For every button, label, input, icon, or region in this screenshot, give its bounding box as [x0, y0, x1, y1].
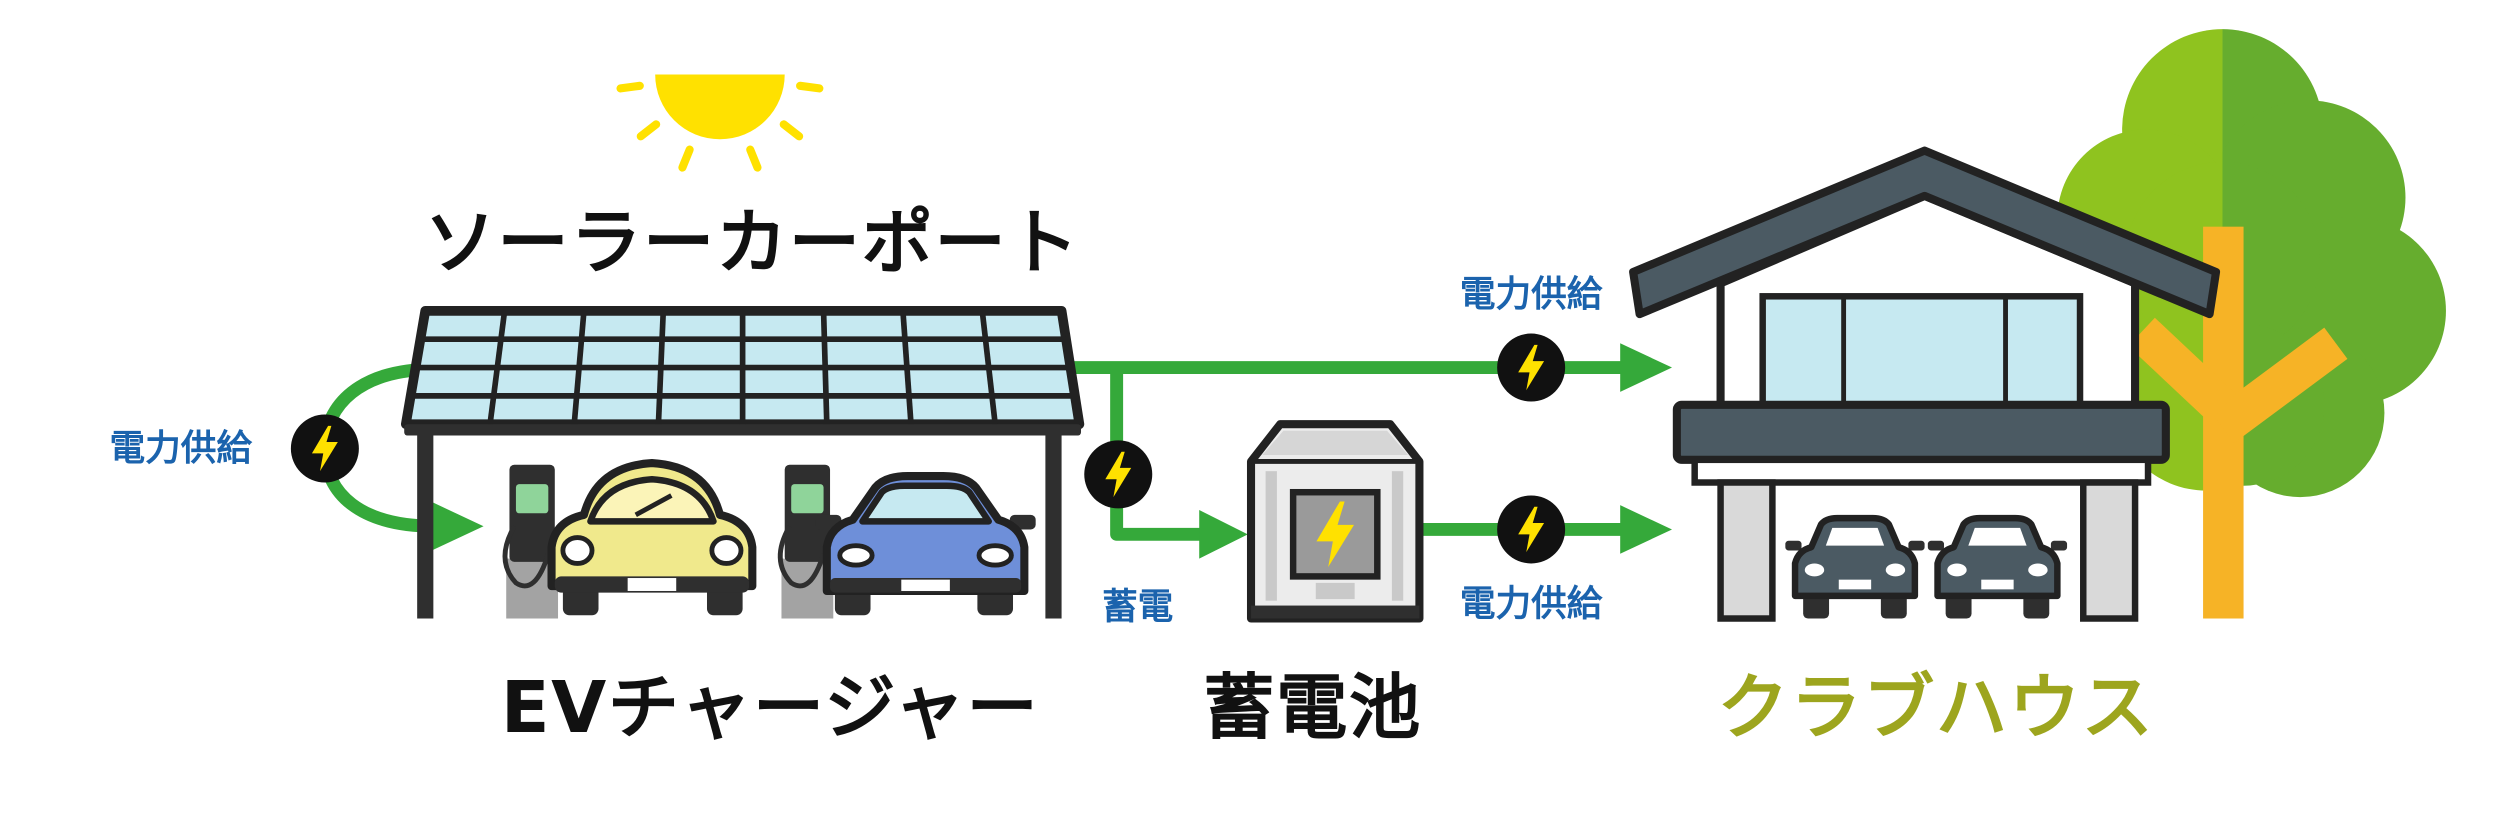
house-pillar-left [1717, 479, 1776, 622]
license-plate [1838, 579, 1872, 590]
car-mirror [2050, 540, 2068, 551]
solar-panel-grid [410, 310, 1075, 425]
arrowhead [431, 501, 484, 551]
car-windshield [1968, 527, 2027, 546]
sun-ray [796, 81, 824, 93]
lightning-bolt [311, 425, 338, 472]
flow-carport-to-clubhouse [1053, 343, 1672, 392]
ev-charger-icon [502, 464, 559, 619]
flow-label-carport-to-clubhouse: 電力供給 [1460, 274, 1603, 315]
car-mirror [1908, 540, 1925, 551]
car-windshield [859, 482, 992, 525]
panel-grid-line [979, 310, 999, 425]
battery-icon [1246, 420, 1424, 623]
license-plate [627, 578, 677, 591]
charger-cable [502, 525, 551, 589]
car-headlight [560, 535, 595, 566]
carport-post-right [1045, 430, 1062, 619]
clubhouse-title: クラブハウス [1717, 666, 2154, 749]
lightning-icon [290, 414, 359, 483]
house-roof [1629, 146, 2221, 319]
lightning-bolt [1518, 506, 1545, 553]
yellow-car-icon [547, 459, 757, 616]
lightning-icon [1497, 333, 1566, 402]
battery-bolt [1316, 501, 1355, 568]
parked-car-icon [1927, 514, 2068, 619]
carport-post-left [417, 430, 434, 619]
sun-ray [616, 81, 644, 93]
arrowhead [1620, 505, 1672, 554]
house-window [1759, 293, 2084, 413]
arrowhead [1620, 343, 1672, 392]
tree-leaf-cluster [2222, 161, 2320, 357]
arrowhead [1199, 510, 1248, 559]
tree-branch [2210, 327, 2348, 444]
car-headlight [1885, 563, 1906, 577]
panel-grid-line [655, 310, 667, 425]
house-floor-slab [1672, 400, 2170, 464]
sun-icon [616, 74, 824, 172]
panel-grid-line [571, 310, 587, 425]
panel-grid-line [900, 310, 914, 425]
storage-battery-title: 蓄電池 [1203, 666, 1422, 749]
car-body [1791, 514, 1919, 600]
car-mirror [1785, 540, 1802, 551]
panel-grid-line [820, 310, 830, 425]
car-windshield [1825, 527, 1885, 546]
flow-label-carport-to-battery: 蓄電 [1102, 587, 1173, 628]
flow-carport-to-battery [1110, 367, 1248, 559]
solar-carport [400, 306, 1085, 619]
lightning-bolt [1518, 344, 1545, 391]
house-slab-trim [1691, 456, 2152, 486]
solar-carport-title: ソーラーカーポート [424, 201, 1080, 284]
license-plate [1981, 579, 2014, 590]
charger-screen [515, 484, 549, 514]
battery-stripe [1265, 471, 1277, 601]
battery-stripe [1391, 471, 1404, 601]
sun-body [655, 74, 785, 140]
car-headlight [837, 543, 875, 568]
battery-stripe [1315, 582, 1355, 600]
battery-base [1251, 605, 1420, 619]
battery-top-cap [1262, 430, 1409, 455]
charger-screen [791, 484, 824, 514]
flow-label-carport-to-charger: 電力供給 [110, 428, 253, 469]
car-headlight [1947, 563, 1967, 577]
lightning-icon [1497, 495, 1566, 564]
sun-ray [678, 145, 694, 172]
roof-beam [404, 424, 1082, 436]
car-headlight [709, 535, 744, 566]
car-mirror [1927, 540, 1945, 551]
parked-car-icon [1785, 514, 1925, 619]
sun-ray [636, 120, 661, 141]
charger-cable [777, 525, 826, 589]
car-windshield [587, 476, 717, 525]
lightning-icon [1084, 440, 1153, 509]
car-headlight [1804, 563, 1825, 577]
sun-ray [746, 145, 762, 172]
flow-arrow-line [1110, 367, 1203, 541]
car-headlight [2028, 563, 2048, 577]
blue-car-icon [815, 471, 1036, 616]
house-pillar-right [2080, 479, 2139, 622]
sun-ray [779, 120, 804, 141]
flow-label-battery-to-clubhouse: 電力供給 [1460, 583, 1603, 624]
car-body [1934, 514, 2061, 600]
car-headlight [976, 543, 1014, 568]
tree-branch [2128, 317, 2236, 423]
lightning-bolt [1105, 451, 1132, 498]
ev-charger-title: EVチャージャー [501, 666, 1039, 749]
panel-grid-line [487, 310, 508, 425]
house-icon [1629, 146, 2221, 622]
car-wiper [634, 493, 673, 518]
license-plate [901, 579, 950, 591]
